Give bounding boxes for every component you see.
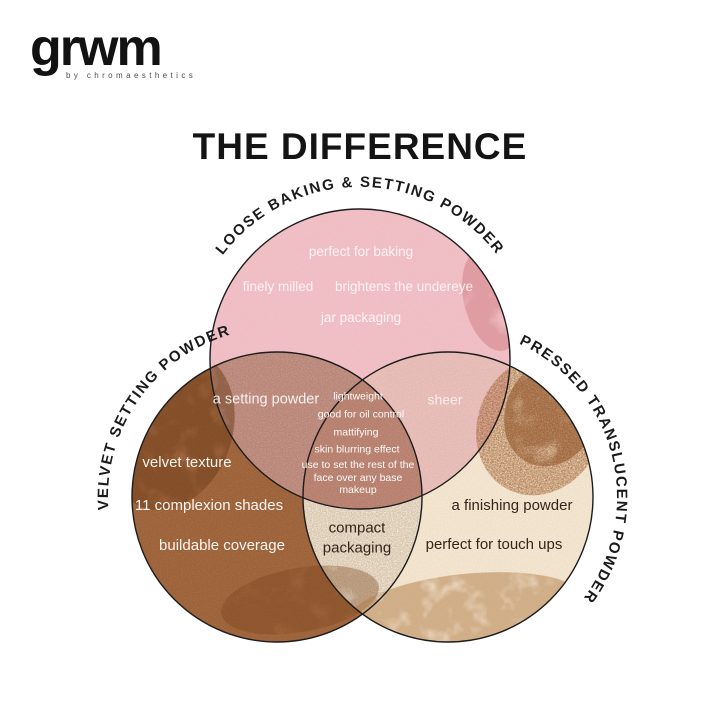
pressed-trait: perfect for touch ups xyxy=(425,536,563,553)
outline-pressed-circle xyxy=(302,351,594,643)
brand-name: grwm xyxy=(30,19,163,77)
outline-loose-circle xyxy=(209,208,511,510)
loose-trait: jar packaging xyxy=(320,309,402,325)
loose-trait: brightens the undereye xyxy=(334,278,474,294)
center-trait: skin blurring effect xyxy=(314,443,400,456)
pressed-trait: a finishing powder xyxy=(451,497,573,514)
center-trait: good for oil control xyxy=(317,408,405,421)
velvet-trait: velvet texture xyxy=(142,454,232,471)
center-trait: mattifying xyxy=(333,426,379,439)
velvet-trait: 11 complexion shades xyxy=(134,497,284,514)
overlap-label-loose-velvet: a setting powder xyxy=(212,391,320,408)
center-trait: lightweight xyxy=(333,390,383,403)
loose-trait: perfect for baking xyxy=(308,243,414,259)
brand-logo: grwm by chromaesthetics xyxy=(30,22,196,80)
overlap-label-loose-pressed: sheer xyxy=(427,391,463,408)
brand-tagline: by chromaesthetics xyxy=(66,71,197,80)
velvet-trait: buildable coverage xyxy=(159,537,285,554)
page-title: THE DIFFERENCE xyxy=(192,126,528,167)
outline-velvet-circle xyxy=(131,351,423,643)
overlap-label-velvet-pressed: compact packaging xyxy=(322,519,392,557)
center-trait: use to set the rest of the face over any… xyxy=(301,459,415,497)
loose-trait: finely milled xyxy=(242,278,314,294)
